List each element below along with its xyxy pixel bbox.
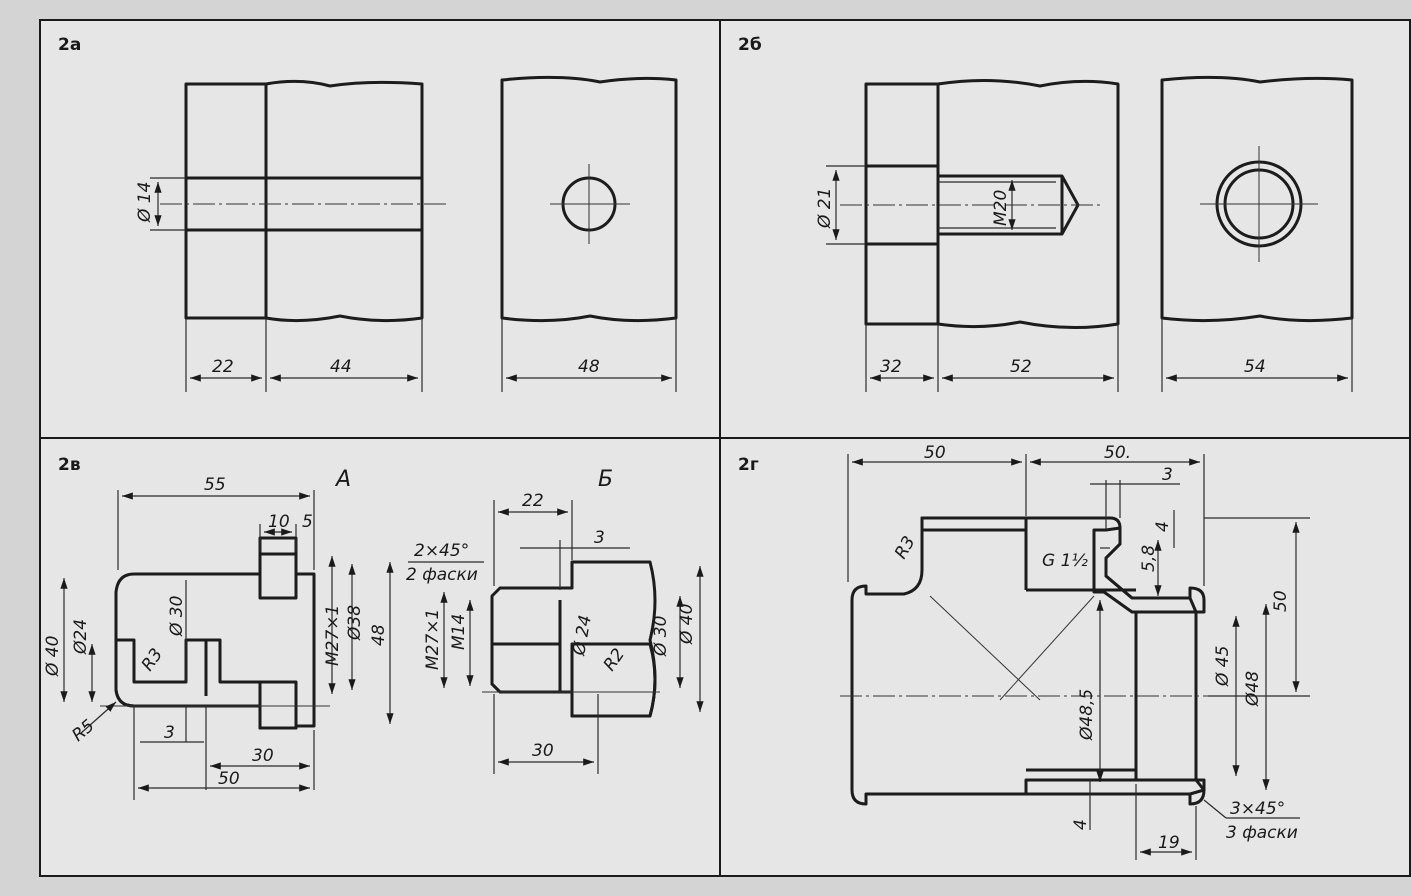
- view-a-label: A: [334, 467, 351, 492]
- dim-2c-w5: 5: [302, 512, 313, 532]
- dim-2d-w3: 3: [1162, 465, 1173, 485]
- panel-2b: 2б Ø 21 M20 32 52 54: [738, 35, 1354, 392]
- dim-2c-m14: M14: [449, 614, 469, 650]
- dim-2d-w50a: 50: [924, 443, 946, 463]
- view-b-label: Б: [598, 467, 613, 492]
- panel-2a-label: 2а: [58, 35, 81, 55]
- dim-2c-w30b: 30: [532, 741, 554, 761]
- dim-2c-chamfer: 2×45°: [414, 541, 469, 561]
- dim-2c-w3: 3: [164, 723, 175, 743]
- dim-2b-w32: 32: [880, 357, 902, 377]
- dim-2d-w19: 19: [1158, 833, 1180, 853]
- dim-2a-d14: Ø 14: [135, 182, 155, 223]
- dim-2c-m27-b: M27×1: [423, 609, 443, 670]
- dim-2c-w55: 55: [204, 475, 226, 495]
- dim-2d-h50: 50: [1271, 590, 1291, 612]
- dim-2c-d24: Ø24: [71, 619, 91, 655]
- panel-2d: 2г 50 50. 3 4 R3 G 1½ 5,8 50: [738, 443, 1310, 860]
- dim-2d-chamfer: 3×45°: [1230, 799, 1285, 819]
- dim-2a-w48: 48: [578, 357, 600, 377]
- dim-2d-h58: 5,8: [1139, 545, 1159, 572]
- dim-2d-h4b: 4: [1071, 819, 1091, 830]
- dim-2c-h48: 48: [369, 624, 389, 646]
- dim-2c-d30b: Ø 30: [651, 616, 671, 657]
- panel-2c-label: 2в: [58, 455, 81, 475]
- dim-2b-w54: 54: [1244, 357, 1266, 377]
- dim-2a-w44: 44: [330, 357, 352, 377]
- dim-2b-m20: M20: [991, 190, 1011, 226]
- dim-2c-d30: Ø 30: [167, 596, 187, 637]
- dim-2c-d40: Ø 40: [43, 636, 63, 677]
- dim-2c-w3b: 3: [594, 528, 605, 548]
- dim-2d-h4a: 4: [1153, 521, 1173, 532]
- drawing-frame: [39, 19, 1411, 877]
- dim-2b-d21: Ø 21: [815, 188, 835, 229]
- dim-2c-w30: 30: [252, 746, 274, 766]
- dim-2c-w50: 50: [218, 769, 240, 789]
- dim-2d-w50b: 50.: [1104, 443, 1131, 463]
- dim-2a-w22: 22: [212, 357, 234, 377]
- dim-2c-m27-a: M27×1: [323, 605, 343, 666]
- dim-2c-d38: Ø38: [345, 605, 365, 641]
- dim-2d-g: G 1½: [1042, 551, 1088, 571]
- panel-2c: 2в A Б 55 10 5 Ø 40 Ø24 Ø 30 R3 R5 M27×1…: [43, 455, 704, 800]
- panel-2b-label: 2б: [738, 35, 762, 55]
- dim-2c-d40b: Ø 40: [677, 604, 697, 645]
- dim-2d-d485: Ø48,5: [1077, 689, 1097, 741]
- dim-2d-d45: Ø 45: [1213, 646, 1233, 687]
- dim-2b-w52: 52: [1010, 357, 1032, 377]
- panel-2d-label: 2г: [738, 455, 759, 475]
- dim-2c-w10: 10: [268, 512, 290, 532]
- panel-2a: 2а Ø 14 22 44 48: [58, 35, 678, 392]
- dim-2c-w22b: 22: [522, 491, 544, 511]
- dim-2d-chamfer-note: 3 фаски: [1226, 823, 1298, 843]
- dim-2d-d48: Ø48: [1243, 671, 1263, 707]
- dim-2c-chamfer-note: 2 фаски: [406, 565, 478, 585]
